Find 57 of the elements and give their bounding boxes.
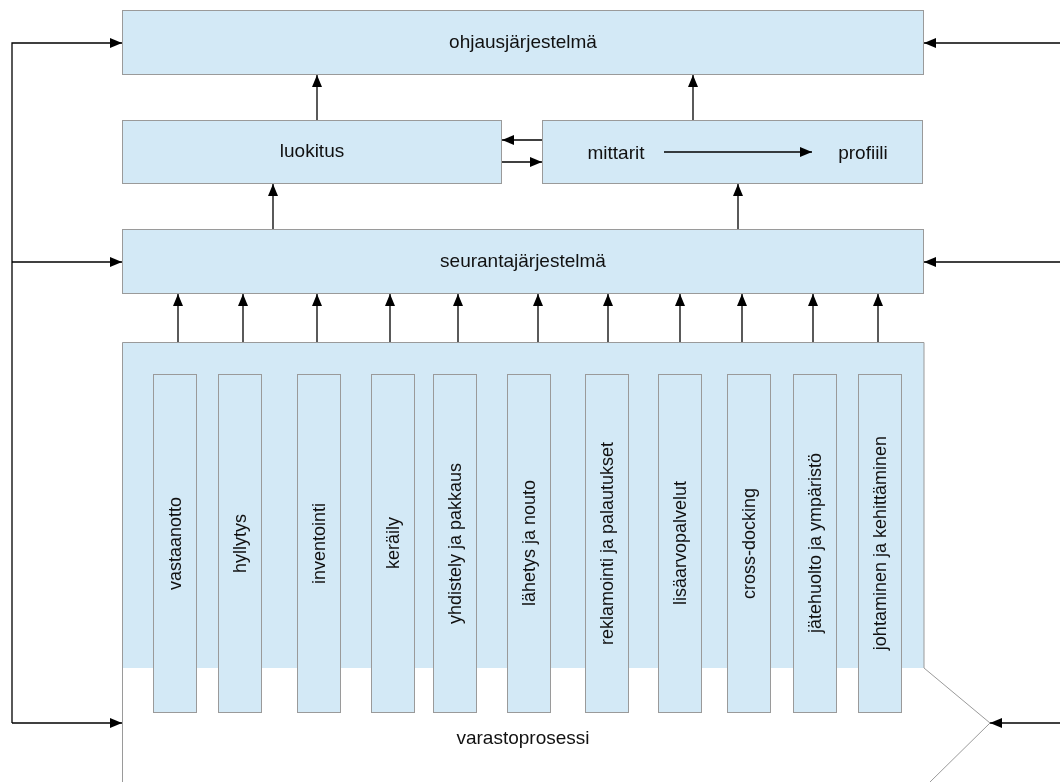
process-strip (727, 374, 771, 713)
strip-label: jätehuolto ja ympäristö (804, 453, 826, 634)
arrow (501, 135, 543, 145)
arrow (11, 38, 123, 724)
arrow (385, 293, 395, 343)
arrow (453, 293, 463, 343)
process-strip (297, 374, 341, 713)
arrow (989, 718, 1060, 728)
arrow (923, 38, 1060, 48)
process-strip (507, 374, 551, 713)
arrow (675, 293, 685, 343)
strip-label: johtaminen ja kehittäminen (869, 436, 891, 651)
box-label: ohjausjärjestelmä (449, 30, 597, 53)
strip-label: vastaanotto (164, 496, 186, 591)
arrow (173, 293, 183, 343)
strip-label: lähetys ja nouto (518, 480, 540, 607)
process-box (122, 120, 502, 184)
arrow (11, 718, 123, 728)
strip-label: hyllytys (229, 514, 251, 573)
arrow (603, 293, 613, 343)
process-box (122, 10, 924, 75)
arrow (737, 293, 747, 343)
strip-label: yhdistely ja pakkaus (444, 462, 466, 625)
strip-label: cross-docking (738, 487, 760, 599)
panel-label: varastoprosessi (455, 727, 591, 749)
process-panel (122, 342, 990, 782)
process-box (122, 229, 924, 294)
arrow (533, 293, 543, 343)
arrow (238, 293, 248, 343)
box-label: seurantajärjestelmä (440, 249, 606, 272)
process-strip (793, 374, 837, 713)
strip-label: inventointi (308, 502, 330, 585)
process-strip (858, 374, 902, 713)
arrow (733, 183, 743, 230)
arrow (11, 257, 123, 267)
arrow (312, 293, 322, 343)
strip-label: lisäarvopalvelut (669, 481, 691, 606)
arrow (923, 257, 1060, 267)
arrow (688, 74, 698, 121)
node-label: mittarit (573, 139, 659, 167)
arrow (663, 147, 813, 157)
process-strip (218, 374, 262, 713)
strip-label: keräily (382, 517, 404, 570)
process-strip (433, 374, 477, 713)
node-label: profiili (823, 139, 903, 167)
box-label: luokitus (279, 140, 345, 162)
arrow (873, 293, 883, 343)
arrow (268, 183, 278, 230)
process-strip (153, 374, 197, 713)
arrow (312, 74, 322, 121)
arrow (808, 293, 818, 343)
process-strip (658, 374, 702, 713)
process-strip (585, 374, 629, 713)
process-strip (371, 374, 415, 713)
strip-label: reklamointi ja palautukset (596, 441, 618, 646)
process-box (542, 120, 923, 184)
arrow (501, 157, 543, 167)
